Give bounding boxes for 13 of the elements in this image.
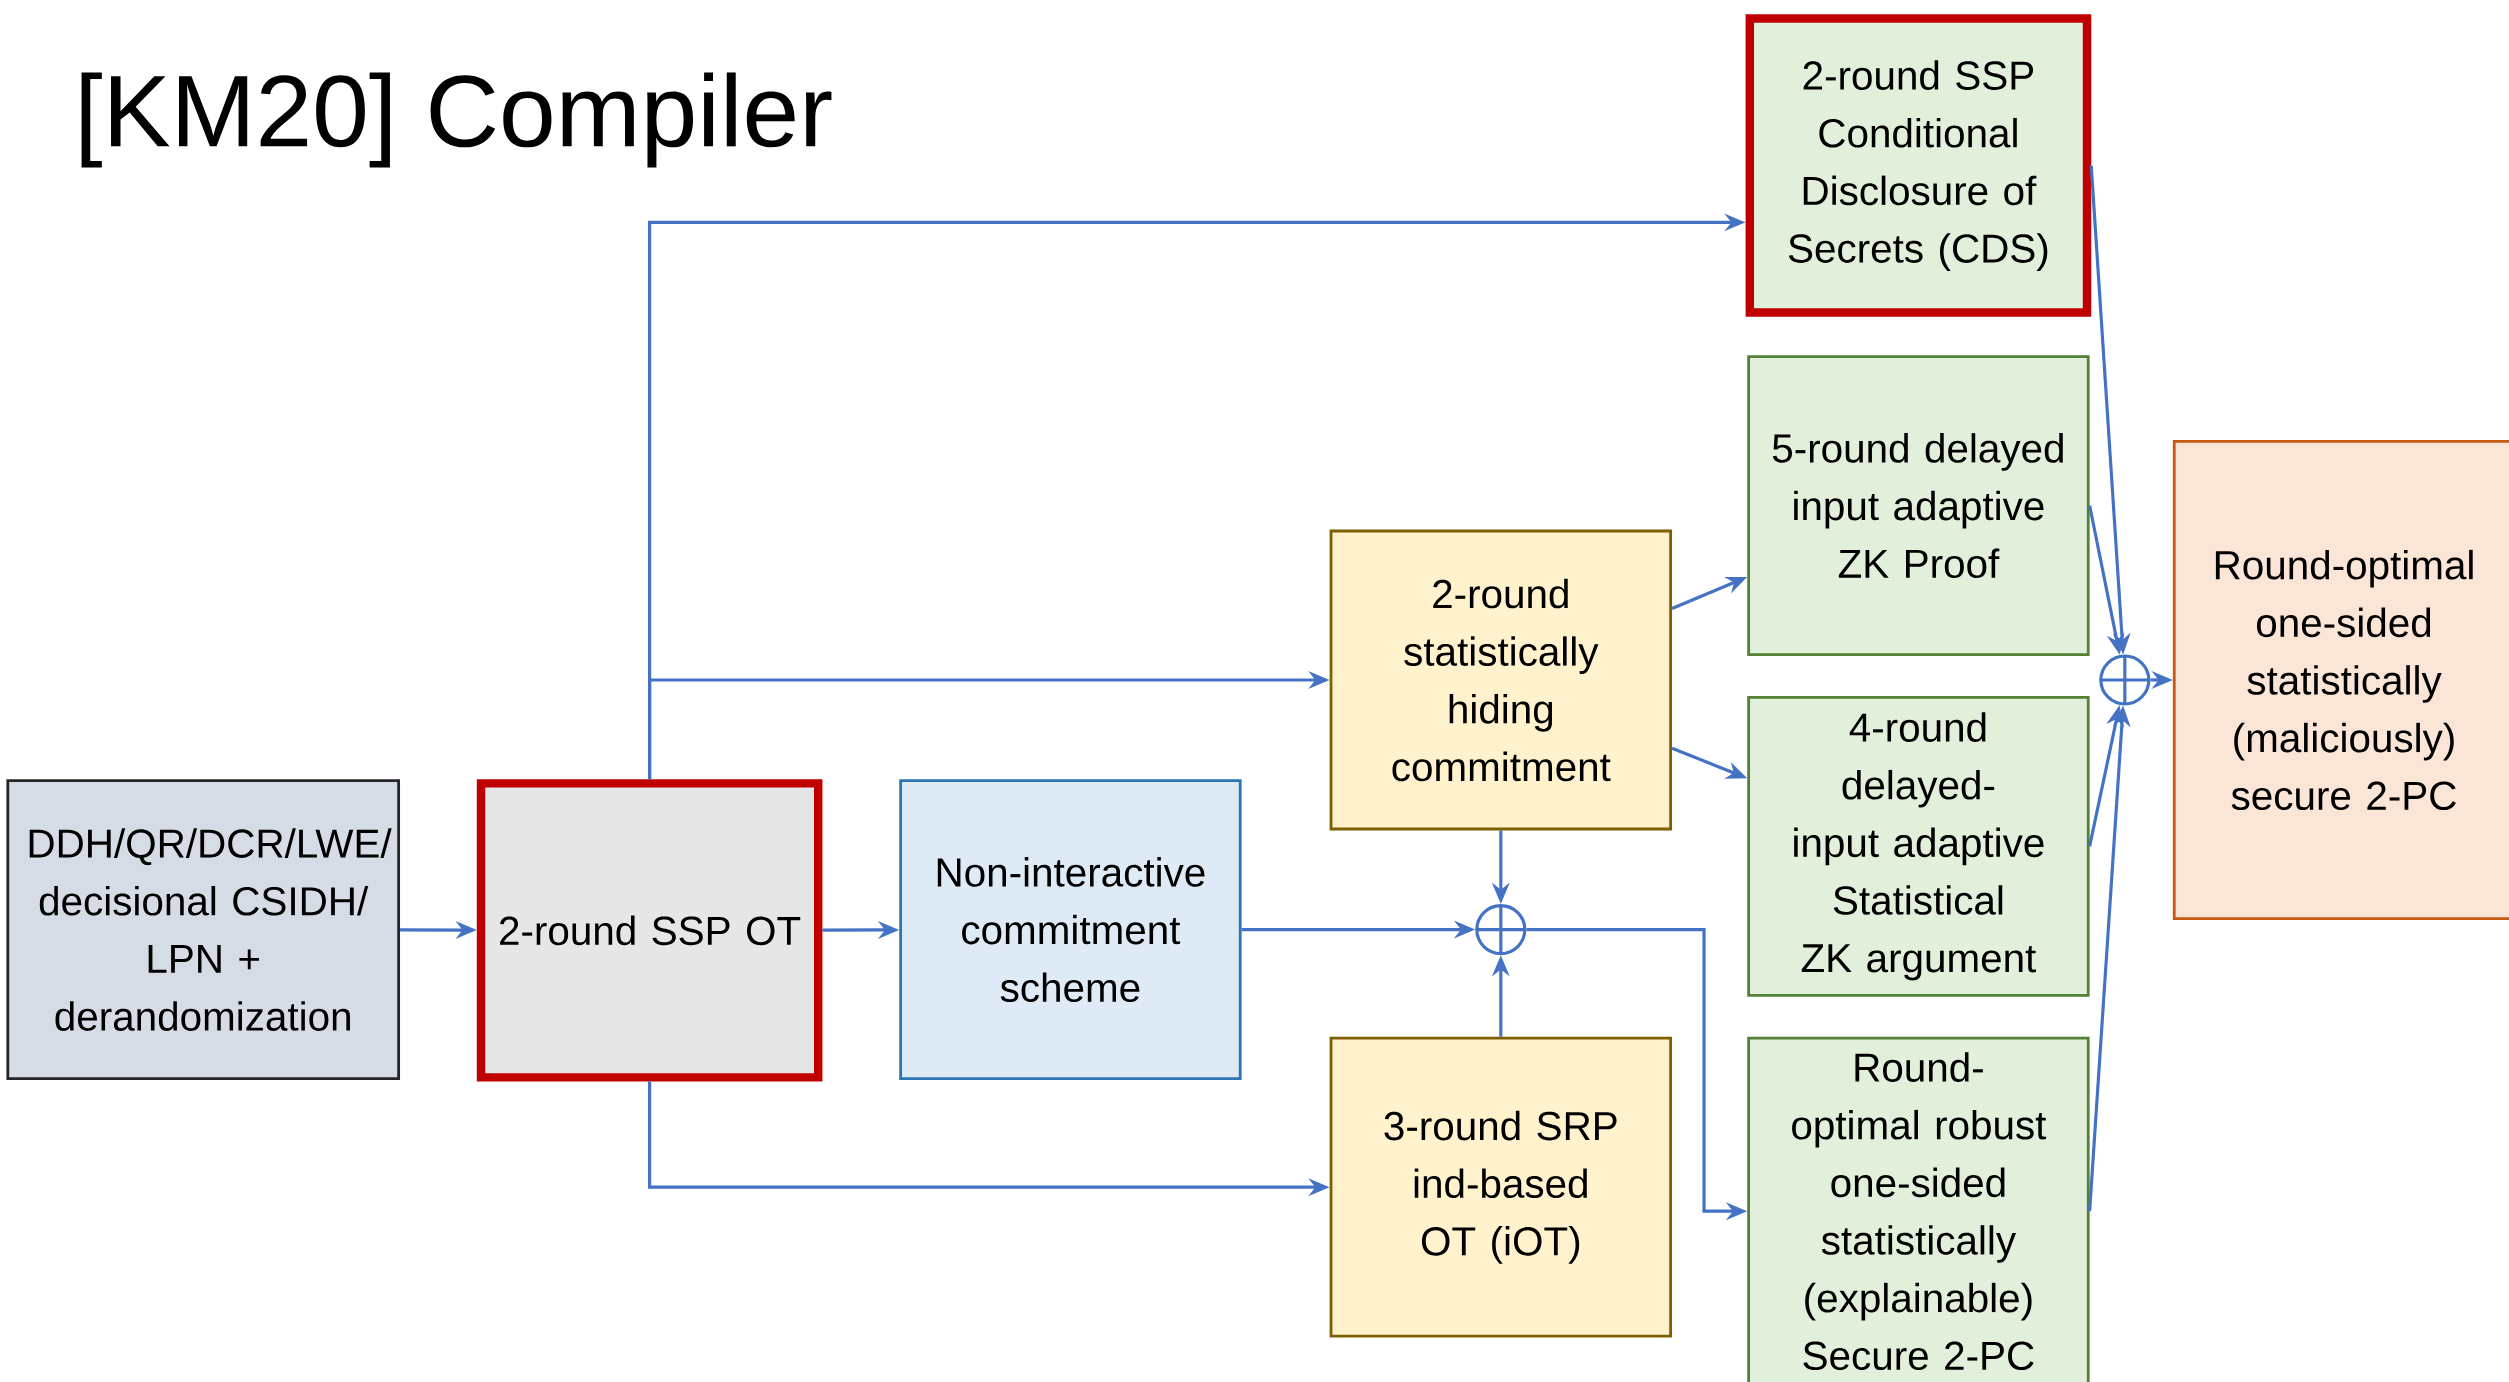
source-box: DDH/QR/DCR/LWE/ decisional CSIDH/ LPN + derandomization bbox=[6, 779, 401, 1080]
process-box: 3-round SRP ind-based OT (iOT) bbox=[1329, 1036, 1673, 1338]
result-box: Round-optimal one-sided statistically (maliciously) secure 2-PC bbox=[2172, 439, 2509, 920]
process-box: Non-interactive commitment scheme bbox=[899, 779, 1242, 1080]
highlighted-box: 2-round SSP OT bbox=[476, 779, 823, 1082]
title: [KM20] Compiler bbox=[81, 72, 832, 168]
highlighted-box: 2-round SSP Conditional Disclosure of Secrets (CDS) bbox=[1745, 14, 2092, 317]
xor-symbol bbox=[1475, 903, 1527, 955]
process-box: 2-round statistically hiding commitment bbox=[1329, 529, 1673, 831]
process-box: 4-round delayed-input adaptive Statistical ZK argument bbox=[1747, 695, 2090, 997]
process-box: Round-optimal robust one-sided statistically (explainable) Secure 2-PC bbox=[1747, 1036, 2090, 1382]
xor-symbol bbox=[2099, 654, 2151, 706]
process-box: 5-round delayed input adaptive ZK Proof bbox=[1747, 355, 2090, 656]
